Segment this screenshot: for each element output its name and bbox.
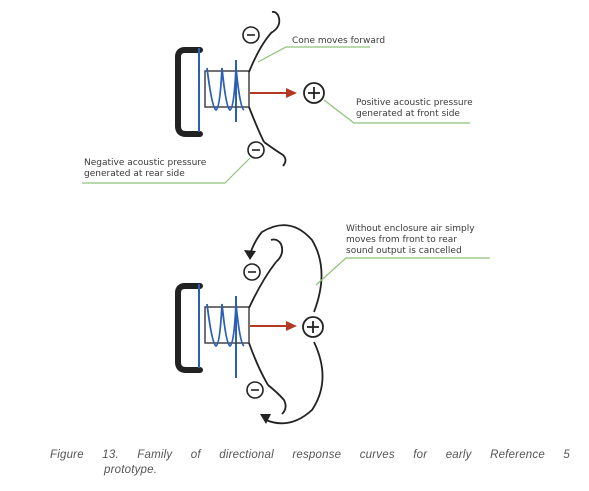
figure-caption: Figure 13. Family of directional respons… bbox=[50, 448, 570, 478]
top-speaker-diagram bbox=[82, 10, 470, 184]
lower-air-flow-arrow bbox=[265, 341, 324, 425]
label-without-enclosure: Without enclosure air simply moves from … bbox=[346, 224, 475, 256]
bottom-magnet bbox=[175, 283, 203, 373]
bottom-voice-coil-former bbox=[204, 306, 250, 344]
top-voice-coil-former bbox=[204, 70, 250, 108]
label-negative-pressure: Negative acoustic pressure generated at … bbox=[84, 158, 207, 179]
bottom-leader-enclosure bbox=[315, 257, 490, 286]
top-leader-cone bbox=[257, 46, 370, 63]
bottom-cone-lower bbox=[248, 342, 269, 386]
bottom-voice-coil bbox=[206, 303, 245, 348]
upper-air-flow-arrow bbox=[249, 224, 323, 313]
top-magnet bbox=[175, 47, 203, 137]
top-cone-upper bbox=[248, 31, 273, 73]
top-voice-coil bbox=[206, 67, 245, 112]
top-cone-lower bbox=[248, 106, 265, 143]
top-leader-negative bbox=[82, 157, 251, 184]
label-cone-moves-forward: Cone moves forward bbox=[292, 36, 386, 46]
label-positive-pressure: Positive acoustic pressure generated at … bbox=[356, 98, 473, 119]
top-surround-lower bbox=[263, 141, 287, 167]
caption-line-1: Figure 13. Family of directional respons… bbox=[50, 449, 570, 461]
bottom-surround-upper bbox=[270, 238, 284, 263]
bottom-cone-upper bbox=[248, 261, 277, 309]
bottom-speaker-diagram bbox=[175, 224, 490, 425]
top-leader-positive bbox=[323, 99, 470, 124]
bottom-surround-lower bbox=[267, 384, 287, 415]
top-surround-upper bbox=[270, 10, 281, 34]
caption-line-2: prototype. bbox=[104, 464, 158, 476]
